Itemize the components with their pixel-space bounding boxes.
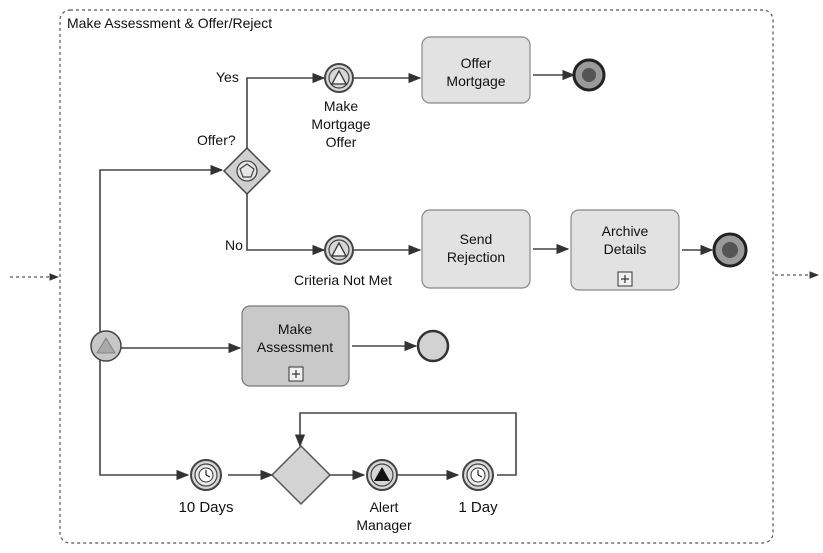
flow-no [246, 193, 326, 256]
subprocess-plus-icon[interactable] [617, 271, 633, 287]
flow-loop-back [294, 412, 517, 476]
task-send-rejection[interactable]: Send Rejection [421, 209, 531, 289]
gateway-label-offer: Offer? [197, 132, 236, 148]
subprocess-archive-details[interactable]: Archive Details [570, 209, 680, 291]
pentagon-icon [239, 163, 255, 178]
pool-title: Make Assessment & Offer/Reject [67, 15, 272, 31]
parallel-start-event[interactable] [90, 330, 122, 362]
alert-manager-event[interactable] [366, 459, 398, 491]
timer-icon [198, 467, 214, 483]
subprocess-pool-border [59, 9, 774, 544]
signal-icon [374, 467, 390, 481]
signal-icon [330, 69, 348, 85]
end-event-assessment[interactable] [416, 329, 450, 363]
end-event-icon [722, 242, 738, 258]
task-label-archive-1: Archive [602, 223, 649, 239]
task-label-assess-2: Assessment [257, 339, 333, 355]
exclusive-gateway-loop[interactable] [270, 444, 332, 506]
timer-label-1-day: 1 Day [458, 499, 498, 516]
offer-gateway[interactable] [222, 146, 272, 196]
subprocess-make-assessment[interactable]: Make Assessment [241, 305, 350, 387]
event-label-alert-1: Alert [370, 499, 399, 515]
subprocess-plus-icon[interactable] [288, 366, 304, 382]
triangle-icon [96, 337, 116, 354]
end-event-offer[interactable] [572, 58, 606, 92]
criteria-not-met-event[interactable] [324, 235, 354, 265]
signal-icon [330, 241, 348, 257]
branch-label-yes: Yes [216, 69, 239, 85]
event-label-make-offer-3: Offer [326, 134, 357, 150]
timer-label-10-days: 10 Days [178, 499, 233, 516]
timer-event-10-days[interactable] [190, 459, 222, 491]
task-label-offer-2: Mortgage [446, 73, 505, 89]
task-label-archive-2: Details [604, 241, 647, 257]
timer-event-1-day[interactable] [462, 459, 494, 491]
flow-yes [246, 72, 326, 148]
task-offer-mortgage[interactable]: Offer Mortgage [421, 36, 531, 104]
branch-label-no: No [225, 237, 243, 253]
flow-to-offer-gateway [99, 164, 224, 333]
make-mortgage-offer-event[interactable] [324, 63, 354, 93]
end-event-icon [582, 68, 596, 82]
task-label-assess-1: Make [278, 321, 312, 337]
event-label-alert-2: Manager [356, 517, 412, 533]
task-label-send-2: Rejection [447, 249, 505, 265]
task-label-offer-1: Offer [461, 55, 492, 71]
task-label-send-1: Send [460, 231, 493, 247]
timer-icon [470, 467, 486, 483]
end-event-reject[interactable] [712, 232, 748, 268]
flow-to-10days [99, 360, 190, 481]
event-label-make-offer-2: Mortgage [311, 116, 370, 132]
event-label-make-offer-1: Make [324, 98, 358, 114]
event-label-criteria: Criteria Not Met [294, 272, 392, 288]
